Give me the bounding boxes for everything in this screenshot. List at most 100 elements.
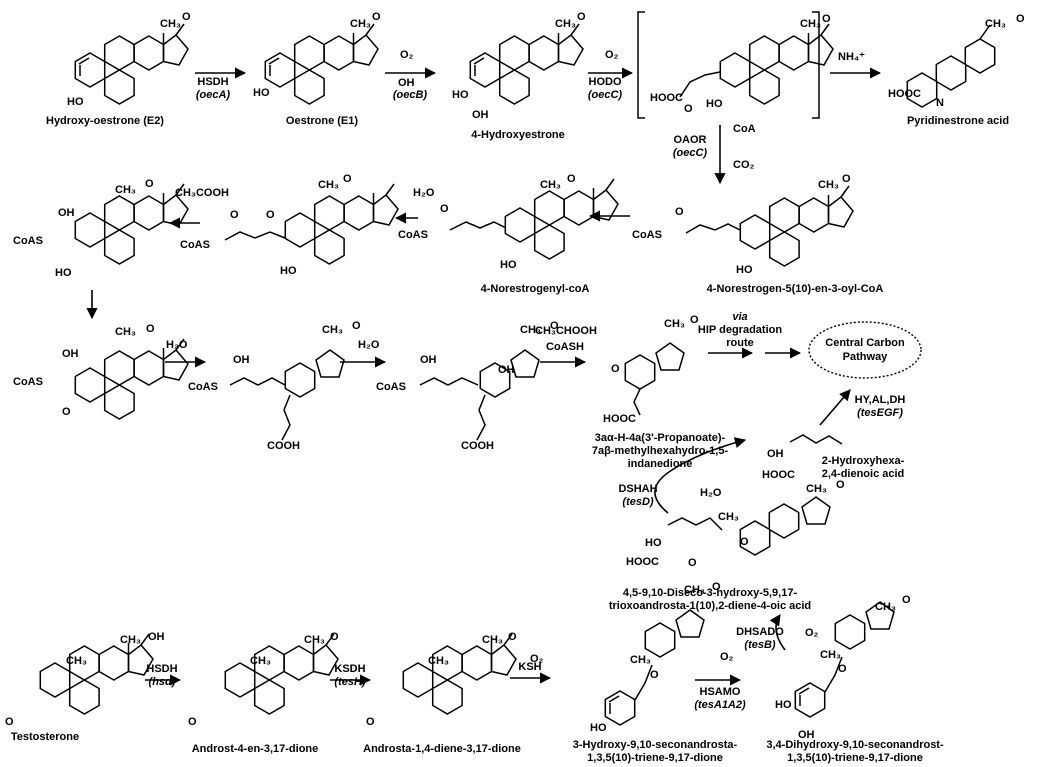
structure-dihydroxy-secona: HO OH CH₃ O CH₃ O xyxy=(775,594,911,741)
atom-o: O xyxy=(266,209,275,221)
label-androstadienedione: Androsta-1,4-diene-3,17-dione xyxy=(363,743,521,755)
atom-ch3: CH₃ xyxy=(985,18,1006,30)
structure-testosterone: O CH₃ CH₃ OH xyxy=(5,631,165,728)
atom-o: O xyxy=(684,103,693,115)
atom-ch3: CH₃ xyxy=(482,634,503,646)
atom-o: O xyxy=(440,203,449,215)
structure-diseco: H₂O CH₃ O HO HOOC O CH₃ O xyxy=(626,479,845,569)
atom-ch3: CH₃ xyxy=(664,318,685,330)
cofactor-h2o-1: H₂O xyxy=(413,187,435,199)
label-4-hydroxyestrone: 4-Hydroxyestrone xyxy=(471,129,565,141)
enzyme-tesb: (tesB) xyxy=(744,639,776,651)
arrow-dshah xyxy=(654,437,747,514)
atom-o: O xyxy=(343,173,352,185)
atom-o: O xyxy=(62,406,71,418)
central-carbon-line2: Pathway xyxy=(843,351,889,363)
enzyme-tesh: (tesH) xyxy=(334,676,366,688)
label-norestrogenyl: 4-Norestrogenyl-coA xyxy=(481,283,590,295)
atom-coas: CoAS xyxy=(13,235,43,247)
atom-o: O xyxy=(330,631,339,643)
structure-androstenedione: O CH₃ CH₃ O xyxy=(188,631,339,728)
atom-o: O xyxy=(836,479,845,491)
structure-hodo-intermediate: HOOC O HO CH₃ O xyxy=(637,11,834,119)
atom-o: O xyxy=(740,536,749,548)
structure-e1: HO CH₃ O xyxy=(253,11,381,105)
enzyme-dshah: DSHAH xyxy=(618,483,657,495)
cofactor-o2-2: O₂ xyxy=(605,49,619,61)
atom-hooc: HOOC xyxy=(650,92,683,104)
atom-ch3: CH₃ xyxy=(428,655,449,667)
atom-o: O xyxy=(838,663,847,675)
enzyme-hodo: HODO xyxy=(589,76,622,88)
atom-oh: OH xyxy=(472,109,489,121)
atom-cooh: COOH xyxy=(267,440,300,452)
atom-o: O xyxy=(352,320,361,332)
atom-ho: HO xyxy=(67,96,84,108)
structure-pyridinestrone: HOOC N CH₃ O xyxy=(888,13,1025,109)
atom-o: O xyxy=(690,314,699,326)
structure-diketo-coa: CoAS O O HO CH₃ O xyxy=(180,173,399,277)
atom-ch3: CH₃ xyxy=(630,654,651,666)
structure-androstadienedione: O CH₃ CH₃ O xyxy=(366,631,517,728)
cofactor-o2-5: O₂ xyxy=(805,627,819,639)
cofactor-via: via xyxy=(732,311,747,323)
label-dhsecona-1: 3,4-Dihydroxy-9,10-seconandrost- xyxy=(766,739,944,751)
atom-o: O xyxy=(822,13,831,25)
enzyme-tesegf: (tesEGF) xyxy=(857,407,903,419)
atom-o: O xyxy=(366,716,375,728)
cofactor-nh4: NH₄⁺ xyxy=(838,51,865,63)
atom-o: O xyxy=(230,209,239,221)
atom-hooc: HOOC xyxy=(626,556,659,568)
enzyme-hsd: (hsd) xyxy=(149,676,176,688)
label-hsecona-1: 3-Hydroxy-9,10-seconandrosta- xyxy=(573,739,738,751)
cofactor-hip-route-1: HIP degradation xyxy=(698,324,782,336)
atom-ho: HO xyxy=(452,89,469,101)
atom-ch3: CH₃ xyxy=(115,184,136,196)
atom-oh: OH xyxy=(233,354,250,366)
arrow-dhsado xyxy=(769,614,786,651)
cofactor-h2o-2: H₂O xyxy=(166,339,188,351)
enzyme-dhsado: DHSADO xyxy=(736,626,784,638)
atom-ho: HO xyxy=(55,267,72,279)
atom-ch3: CH₃ xyxy=(304,634,325,646)
atom-hooc: HOOC xyxy=(762,469,795,481)
atom-o: O xyxy=(145,178,154,190)
atom-o: O xyxy=(577,11,586,23)
atom-ho: HO xyxy=(253,87,270,99)
label-hip-3: indanedione xyxy=(628,458,693,470)
atom-coas: CoAS xyxy=(188,381,218,393)
atom-ch3: CH₃ xyxy=(350,18,371,30)
atom-ch3: CH₃ xyxy=(718,511,739,523)
atom-n: N xyxy=(936,97,944,109)
label-hip-2: 7aβ-methylhexahydro-1,5- xyxy=(592,445,729,457)
enzyme-oecc-1: (oecC) xyxy=(588,89,623,101)
cofactor-co2: CO₂ xyxy=(733,159,755,171)
enzyme-oecb: (oecB) xyxy=(393,89,428,101)
atom-oh: OH xyxy=(420,354,437,366)
cofactor-o2-3: O₂ xyxy=(530,653,544,665)
cofactor-acetic2: CH₃CHOOH xyxy=(535,325,597,337)
enzyme-hsdh-2: HSDH xyxy=(146,663,177,675)
atom-ho: HO xyxy=(500,259,517,271)
cofactor-o2-1: O₂ xyxy=(400,49,414,61)
central-carbon-ellipse xyxy=(808,321,922,379)
structure-3-hydroxy-secona: HO CH₃ O CH₃ O xyxy=(590,581,721,734)
atom-oh: OH xyxy=(798,729,815,741)
atom-ch3: CH₃ xyxy=(800,18,821,30)
atom-o: O xyxy=(712,581,721,593)
central-carbon-line1: Central Carbon xyxy=(825,337,905,349)
label-diseco-1: 4,5-9,10-Diseco-3-hydroxy-5,9,17- xyxy=(623,587,798,599)
label-hsecona-2: 1,3,5(10)-triene-9,17-dione xyxy=(587,752,723,764)
atom-o: O xyxy=(372,11,381,23)
atom-ch3: CH₃ xyxy=(160,18,181,30)
enzyme-ksdh: KSDH xyxy=(334,663,365,675)
atom-ho: HO xyxy=(775,699,792,711)
enzyme-tesa1a2: (tesA1A2) xyxy=(694,699,746,711)
atom-oh: OH xyxy=(498,364,515,376)
enzyme-oecc-2: (oecC) xyxy=(673,147,708,159)
atom-o: O xyxy=(611,363,620,375)
atom-o: O xyxy=(688,557,697,569)
atom-o: O xyxy=(146,323,155,335)
enzyme-hyaldh: HY,AL,DH xyxy=(855,394,906,406)
atom-ch3: CH₃ xyxy=(818,179,839,191)
